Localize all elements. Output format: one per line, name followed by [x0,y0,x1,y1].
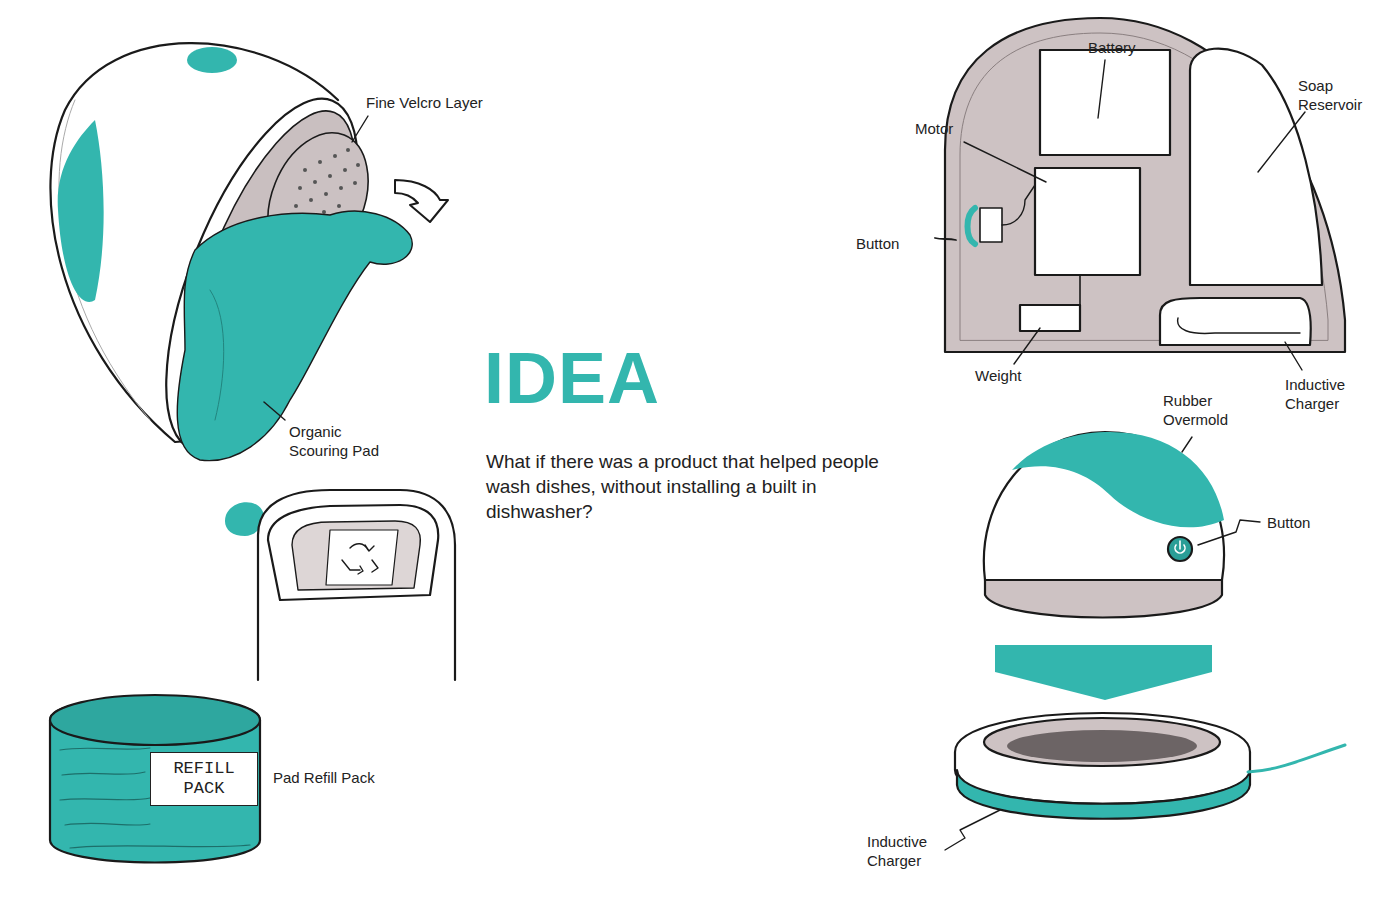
part-label: Weight [975,366,1021,385]
part-label: Inductive Charger [1285,375,1375,413]
part-label-text: Button [856,235,899,252]
part-label: Organic Scouring Pad [289,422,399,460]
part-label: Button [856,234,899,253]
part-label-text: Organic Scouring Pad [289,423,379,459]
part-label-text: Inductive Charger [1285,376,1345,412]
part-label: Pad Refill Pack [273,768,375,787]
page-title: IDEA [484,338,660,418]
caption-text: What if there was a product that helped … [486,449,906,524]
part-label-text: Rubber Overmold [1163,392,1228,428]
jar-label: REFILL PACK [150,752,258,806]
label-text: REFILL PACK [151,759,257,799]
part-label-text: Fine Velcro Layer [366,94,483,111]
part-label-text: Motor [915,120,953,137]
part-label-text: Weight [975,367,1021,384]
part-label: Soap Reservoir [1298,76,1378,114]
part-label: Inductive Charger [867,832,957,870]
part-label: Rubber Overmold [1163,391,1253,429]
part-label-text: Inductive Charger [867,833,927,869]
part-label: Motor [915,119,953,138]
part-label: Button [1267,513,1310,532]
part-label: Fine Velcro Layer [366,93,483,112]
part-label-text: Battery [1088,39,1136,56]
part-label: Battery [1088,38,1136,57]
part-label-text: Soap Reservoir [1298,77,1362,113]
part-label-text: Pad Refill Pack [273,769,375,786]
part-label-text: Button [1267,514,1310,531]
